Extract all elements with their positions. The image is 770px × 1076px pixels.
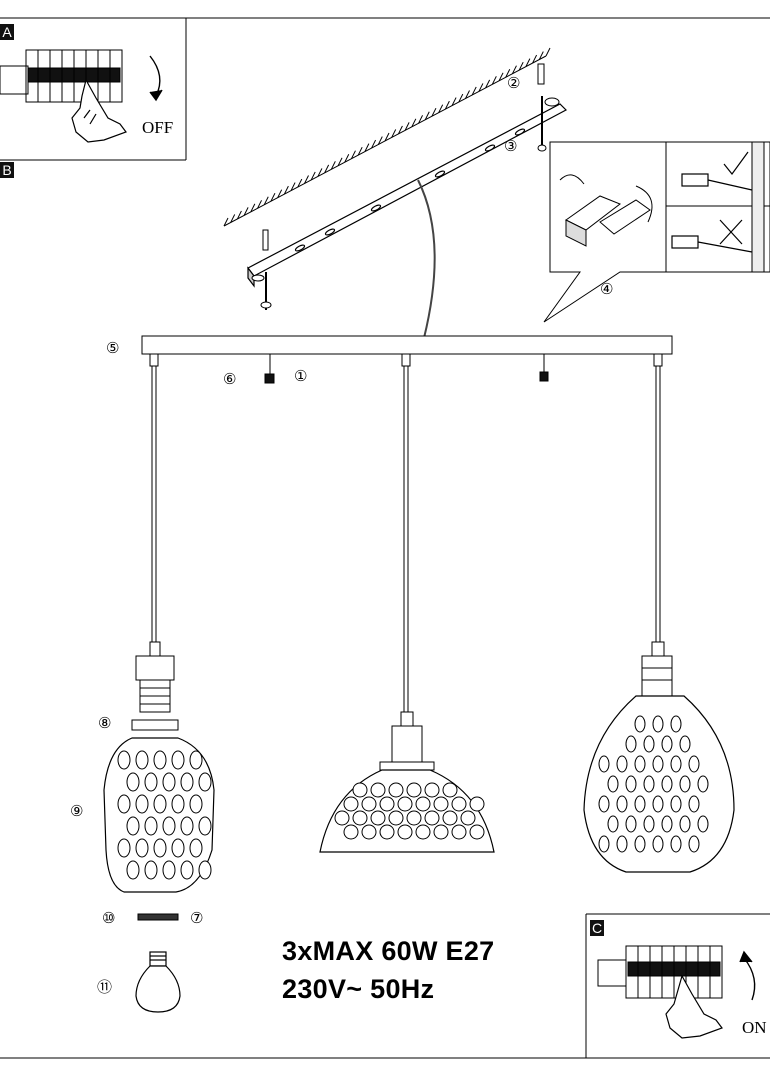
shade-hole-pattern bbox=[117, 715, 709, 880]
spec-voltage: 230V~ 50Hz bbox=[282, 974, 435, 1004]
spec-wattage: 3xMAX 60W E27 bbox=[282, 936, 495, 966]
screw-right bbox=[537, 63, 560, 152]
step-1: ① bbox=[294, 367, 308, 385]
panel-c-box bbox=[585, 913, 770, 1058]
check-icon bbox=[681, 151, 753, 191]
breaker-switch-icon bbox=[0, 49, 123, 103]
step-9: ⑨ bbox=[70, 802, 84, 820]
step-7: ⑦ bbox=[190, 909, 204, 927]
screw-left bbox=[251, 229, 272, 310]
panel-c-label: C bbox=[590, 920, 604, 936]
terminal-block bbox=[559, 174, 653, 247]
step-8: ⑧ bbox=[98, 714, 112, 732]
step-10: ⑩ bbox=[102, 909, 116, 927]
hand-icon bbox=[71, 78, 127, 143]
panel-b-label: B bbox=[0, 162, 14, 178]
step-3: ③ bbox=[504, 137, 518, 155]
ceiling bbox=[223, 47, 551, 227]
step-2: ② bbox=[507, 74, 521, 92]
hand-icon-c bbox=[665, 974, 723, 1039]
pendant-cords bbox=[151, 366, 661, 712]
right-drop-shade bbox=[583, 695, 735, 873]
mounting-bracket bbox=[247, 103, 567, 288]
bulb-icon bbox=[135, 951, 181, 1013]
breaker-switch-icon-c bbox=[597, 945, 723, 999]
middle-lampholder bbox=[379, 711, 435, 771]
off-label: OFF bbox=[142, 118, 174, 137]
arrow-icon bbox=[149, 55, 163, 102]
dowel-parts bbox=[137, 913, 179, 921]
step-11: ⑪ bbox=[97, 978, 113, 996]
step-4: ④ bbox=[600, 280, 614, 298]
on-label: ON bbox=[742, 1018, 767, 1037]
panel-a-label: A bbox=[0, 24, 14, 40]
right-lampholder bbox=[641, 641, 673, 697]
step-5: ⑤ bbox=[106, 339, 120, 357]
left-lampholder bbox=[131, 641, 179, 731]
canopy-bar bbox=[141, 335, 673, 384]
wiring-callout bbox=[543, 141, 770, 323]
step-6: ⑥ bbox=[223, 370, 237, 388]
supply-cable bbox=[417, 179, 436, 339]
panel-a-box bbox=[0, 18, 187, 161]
cross-icon bbox=[671, 219, 753, 253]
arrow-icon-c bbox=[739, 950, 756, 1001]
